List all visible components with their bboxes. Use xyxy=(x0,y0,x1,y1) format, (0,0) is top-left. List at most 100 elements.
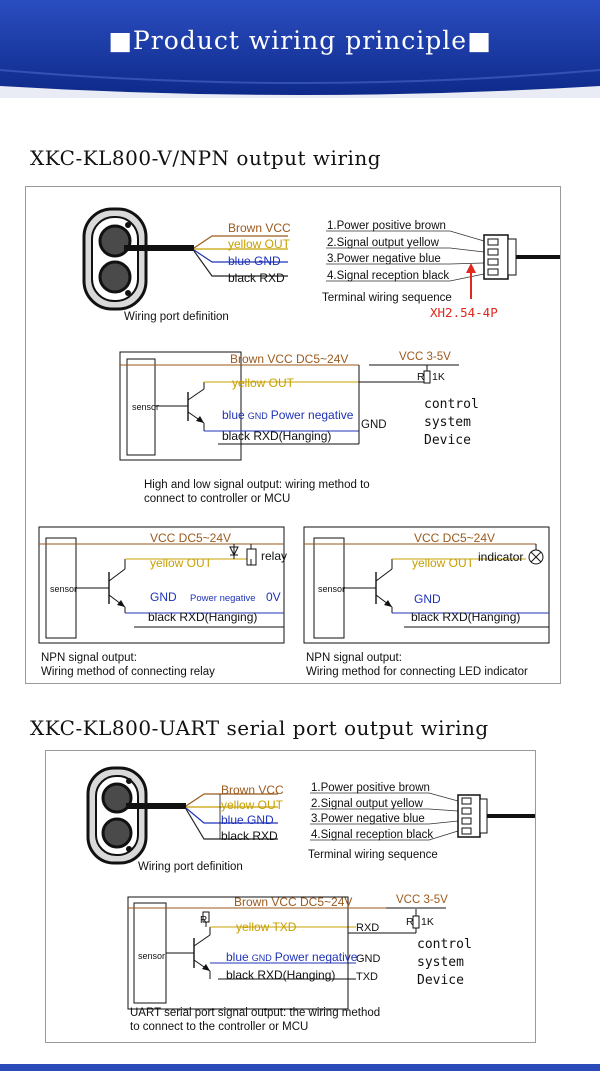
sensor-body-illustration-uart xyxy=(86,766,186,865)
port-wire-brown: Brown VCC xyxy=(228,221,291,235)
highlow-device-line1: control xyxy=(424,397,479,412)
banner-title: ■Product wiring principle■ xyxy=(108,26,492,55)
highlow-blue-c: Power negative xyxy=(271,408,354,422)
highlow-vcc-label: VCC 3-5V xyxy=(399,351,451,363)
npn-wiring-diagram: Brown VCC yellow OUT blue GND black RXD … xyxy=(38,207,560,678)
terminal-lines xyxy=(326,230,485,282)
uart-wiring-panel: Brown VCC yellow OUT blue GND black RXD … xyxy=(45,750,536,1043)
uart-sensor-label: sensor xyxy=(138,951,165,961)
terminal-pin-2: 2.Signal output yellow xyxy=(327,237,440,249)
led-black-label: black RXD(Hanging) xyxy=(411,610,520,624)
relay-circuit xyxy=(38,526,285,644)
led-caption-1: NPN signal output: xyxy=(306,652,402,664)
uart-port-definition-caption: Wiring port definition xyxy=(138,861,243,873)
uart-rxd-label: RXD xyxy=(356,922,379,934)
uart-terminal-pin-1: 1.Power positive brown xyxy=(311,782,430,794)
footer-line xyxy=(0,1064,600,1071)
led-circuit xyxy=(303,526,550,644)
red-arrow-icon xyxy=(466,263,476,299)
relay-yellow-label: yellow OUT xyxy=(150,556,213,570)
highlow-device-line3: Device xyxy=(424,433,471,448)
led-yellow-label: yellow OUT xyxy=(412,556,475,570)
highlow-brown-label: Brown VCC DC5~24V xyxy=(230,352,348,366)
uart-sensor-r: R xyxy=(200,915,207,926)
highlow-caption-1: High and low signal output: wiring metho… xyxy=(144,479,370,491)
uart-connector-icon xyxy=(457,794,535,838)
highlow-r-label: R xyxy=(417,371,425,383)
relay-vcc-label: VCC DC5~24V xyxy=(150,531,231,545)
uart-brown-label: Brown VCC DC5~24V xyxy=(234,895,352,909)
uart-gnd-label: GND xyxy=(356,953,381,965)
relay-power-negative: Power negative xyxy=(190,593,255,604)
relay-zero-volt: 0V xyxy=(266,590,281,604)
header-banner: ■Product wiring principle■ xyxy=(0,0,600,98)
uart-port-wire-blue: blue GND xyxy=(221,813,274,827)
uart-k-label: 1K xyxy=(421,916,434,928)
section-title-uart: XKC-KL800-UART serial port output wiring xyxy=(30,716,489,740)
uart-vcc-label: VCC 3-5V xyxy=(396,894,448,906)
highlow-blue-a: blue xyxy=(222,408,245,422)
highlow-black-label: black RXD(Hanging) xyxy=(222,429,331,443)
section-title-npn: XKC-KL800-V/NPN output wiring xyxy=(30,146,382,170)
terminal-pin-3: 3.Power negative blue xyxy=(327,253,441,265)
relay-caption-2: Wiring method of connecting relay xyxy=(41,666,215,678)
terminal-pin-4: 4.Signal reception black xyxy=(327,270,449,282)
relay-sensor-label: sensor xyxy=(50,584,77,594)
relay-gnd-label: GND xyxy=(150,590,177,604)
indicator-lamp-icon xyxy=(528,549,544,565)
port-wire-fanout xyxy=(193,235,288,277)
led-vcc-label: VCC DC5~24V xyxy=(414,531,495,545)
uart-port-wire-fanout xyxy=(185,793,278,840)
uart-terminal-sequence-caption: Terminal wiring sequence xyxy=(308,849,438,861)
led-sensor-label: sensor xyxy=(318,584,345,594)
relay-caption-1: NPN signal output: xyxy=(41,652,137,664)
terminal-sequence-caption: Terminal wiring sequence xyxy=(322,292,452,304)
uart-r-label: R xyxy=(406,916,414,928)
connector-model: XH2.54-4P xyxy=(430,305,498,320)
uart-terminal-pin-3: 3.Power negative blue xyxy=(311,813,425,825)
uart-yellow-label: yellow TXD xyxy=(236,920,297,934)
led-caption-2: Wiring method for connecting LED indicat… xyxy=(306,666,528,678)
sensor-body-illustration xyxy=(82,207,194,311)
npn-wiring-panel: Brown VCC yellow OUT blue GND black RXD … xyxy=(25,186,561,684)
terminal-pin-1: 1.Power positive brown xyxy=(327,220,446,232)
highlow-caption-2: connect to controller or MCU xyxy=(144,493,290,505)
highlow-circuit xyxy=(119,351,459,461)
uart-blue-b: GND xyxy=(252,953,273,963)
uart-port-wire-yellow: yellow OUT xyxy=(221,798,284,812)
uart-terminal-pin-4: 4.Signal reception black xyxy=(311,829,433,841)
banner-background xyxy=(0,0,600,98)
uart-device-line2: system xyxy=(417,955,464,970)
uart-blue-c: Power negative xyxy=(275,950,358,964)
uart-wiring-diagram: Brown VCC yellow OUT blue GND black RXD … xyxy=(86,766,535,1033)
relay-black-label: black RXD(Hanging) xyxy=(148,610,257,624)
uart-blue-a: blue xyxy=(226,950,249,964)
uart-caption-2: to connect to the controller or MCU xyxy=(130,1021,308,1033)
uart-circuit xyxy=(127,896,446,1010)
led-indicator-label: indicator xyxy=(478,550,523,564)
port-wire-blue: blue GND xyxy=(228,254,281,268)
led-gnd-label: GND xyxy=(414,592,441,606)
port-definition-caption: Wiring port definition xyxy=(124,311,229,323)
uart-device-line3: Device xyxy=(417,973,464,988)
highlow-k-label: 1K xyxy=(432,371,445,383)
port-wire-yellow: yellow OUT xyxy=(228,237,291,251)
highlow-sensor-label: sensor xyxy=(132,402,159,412)
uart-terminal-pin-2: 2.Signal output yellow xyxy=(311,798,424,810)
relay-label: relay xyxy=(261,549,287,563)
uart-black-label: black RXD(Hanging) xyxy=(226,968,335,982)
highlow-gnd-label: GND xyxy=(361,419,387,431)
uart-port-wire-brown: Brown VCC xyxy=(221,783,284,797)
uart-caption-1: UART serial port signal output: the wiri… xyxy=(130,1007,380,1019)
highlow-yellow-label: yellow OUT xyxy=(232,376,295,390)
highlow-blue-b: GND xyxy=(248,411,269,421)
uart-txd-label: TXD xyxy=(356,971,378,983)
highlow-device-line2: system xyxy=(424,415,471,430)
uart-port-wire-black: black RXD xyxy=(221,829,278,843)
uart-device-line1: control xyxy=(417,937,472,952)
connector-icon xyxy=(483,234,560,280)
port-wire-black: black RXD xyxy=(228,271,285,285)
uart-terminal-lines xyxy=(310,792,459,841)
